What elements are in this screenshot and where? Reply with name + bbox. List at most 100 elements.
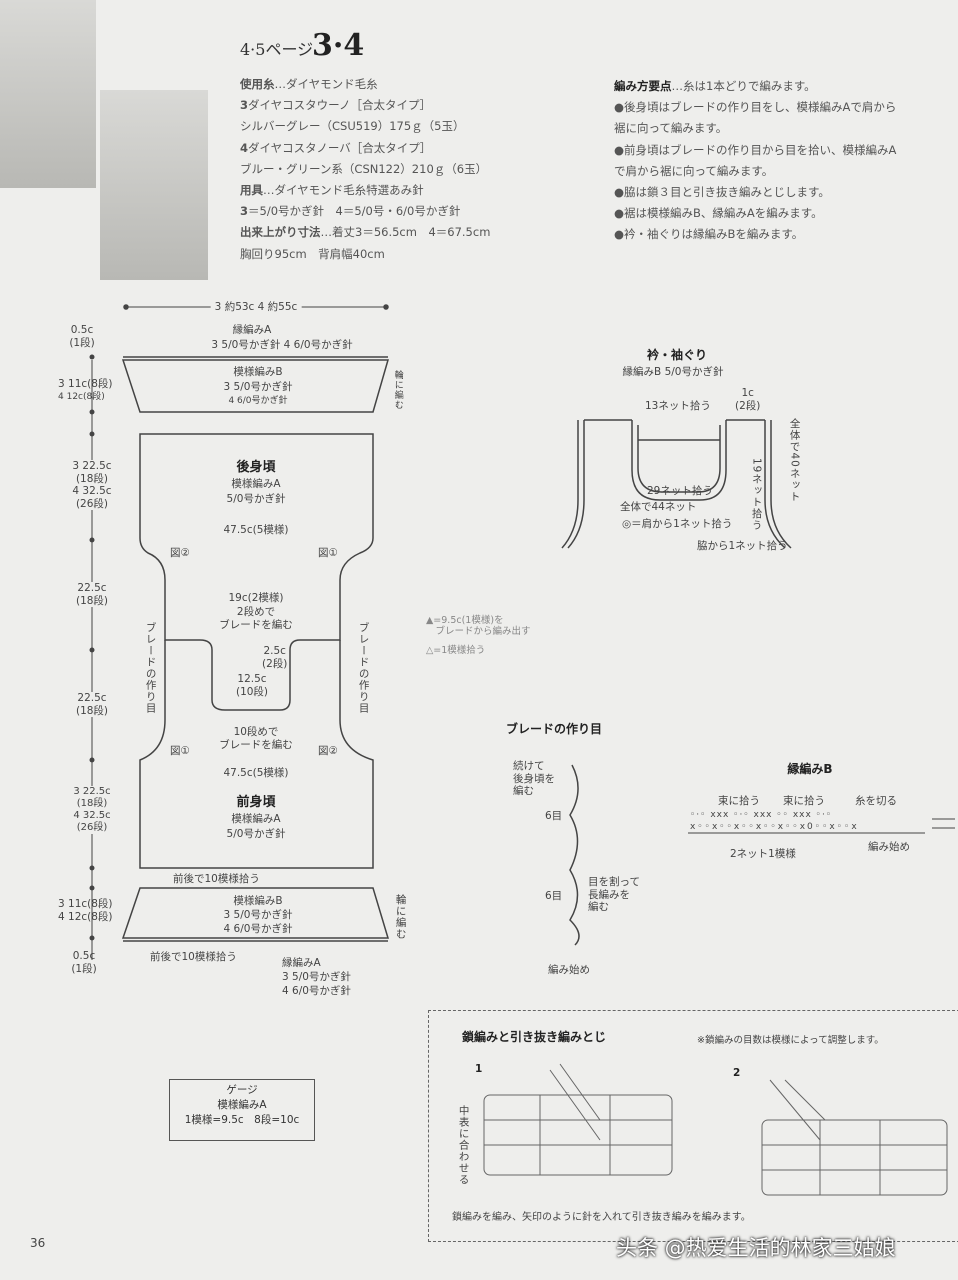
total-width: 3 約53c 4 約55c (210, 301, 302, 314)
braid-start: 編み始め (548, 964, 590, 976)
edge-a-needle-3: 3 5/0号かぎ針 (282, 971, 351, 983)
label: 使用糸 (240, 77, 275, 91)
braid-legend-2: △=1模様拾う (426, 645, 486, 656)
fig-2-label-front: 図② (318, 745, 338, 757)
collar-29-nets: 29ネット拾う (647, 485, 713, 497)
armhole-total-40: 全体で40ネット (788, 418, 801, 503)
text: ダイヤコスタウーノ［合太タイプ］ (248, 98, 431, 113)
collar-subtitle: 縁編みB 5/0号かぎ針 (622, 366, 724, 378)
footer-watermark: 头条 @热爱生活的林家三姑娘 (616, 1236, 896, 1260)
collar-total-44: 全体で44ネット (620, 501, 697, 513)
front-needle: 5/0号かぎ針 (226, 828, 286, 840)
front-height: 3 22.5c(18段)4 32.5c(26段) (73, 786, 111, 834)
hem-bottom-height: 0.5c (1段) (71, 950, 97, 975)
neck-width: 19c(2模様) (228, 592, 284, 604)
text: …ダイヤモンド毛糸 (274, 77, 378, 91)
text: ＝5/0号かぎ針 4＝5/0号・6/0号かぎ針 (248, 204, 461, 219)
note-line: ●衿・袖ぐりは縁編みBを編みます。 (614, 227, 804, 242)
pickup-bottom: 前後で10模様拾う (150, 951, 237, 963)
pickup-top: 前後で10模様拾う (173, 873, 260, 885)
gauge-title: ゲージ (226, 1084, 258, 1096)
back-width: 47.5c(5模様) (223, 524, 289, 536)
braid-continue: 続けて 後身頃を 編む (513, 760, 555, 798)
neck-depth-1: 2.5c (2段) (262, 645, 288, 670)
edge-a-bottom: 縁編みA (282, 957, 321, 969)
page-ref: 4·5ページ (240, 40, 314, 59)
edge-a-label: 縁編みA (232, 324, 272, 336)
back-needle: 5/0号かぎ針 (226, 493, 286, 505)
braid-legend-1: ▲=9.5c(1模様)を ブレードから編み出す (426, 615, 531, 638)
model-photo-1 (0, 0, 96, 188)
text: (18段) (76, 798, 108, 809)
edge-b-stitches: ◦·◦ xxx ◦·◦ xxx ◦◦ xxx ◦·◦ (690, 810, 833, 820)
edge-b-cut: 糸を切る (855, 795, 897, 807)
braid-row-2: 2段めで ブレードを編む (219, 606, 293, 631)
pattern-b-needle-4-bottom: 4 6/0号かぎ針 (223, 923, 293, 935)
label: 4 (240, 140, 249, 155)
text: 22.5c (77, 692, 107, 704)
text: (26段) (75, 497, 109, 510)
label: 用具 (240, 183, 263, 198)
text: 3 22.5c (72, 460, 112, 472)
text: シルバーグレー（CSU519）175ｇ（5玉） (240, 119, 465, 134)
note-line: 裾に向って編みます。 (614, 121, 728, 136)
collar-13-nets: 13ネット拾う (645, 400, 711, 412)
edge-a-needle: 3 5/0号かぎ針 4 6/0号かぎ針 (211, 339, 353, 351)
mid-height-2: 22.5c(18段) (75, 692, 109, 718)
hem-height-4-bottom: 4 12c(8段) (58, 911, 113, 923)
braid-row-10: 10段めで ブレードを編む (219, 726, 293, 751)
side-pickup-note: 脇から1ネット拾う (697, 540, 788, 552)
text: 22.5c (77, 582, 107, 594)
seam-instruction-box (428, 1010, 958, 1242)
notes-intro: …糸は1本どりで編みます。 (671, 79, 816, 93)
note-line: ●脇は鎖３目と引き抜き編みとじします。 (614, 185, 830, 200)
notes-title: 編み方要点 (614, 79, 672, 93)
back-pattern: 模様編みA (231, 478, 281, 490)
text: 4 32.5c (73, 810, 111, 821)
text: 胸回り95cm 背肩幅40cm (240, 246, 385, 261)
hem-height-4: 4 12c(8段) (58, 392, 105, 402)
instructions: 編み方要点…糸は1本どりで編みます。 ●後身頃はブレードの作り目をし、模様編みA… (614, 76, 896, 246)
armhole-19-nets: 19ネット拾う (750, 458, 763, 531)
seam-note: ※鎖編みの目数は模様によって調整します。 (697, 1035, 884, 1046)
body-height: 3 22.5c(18段)4 32.5c(26段) (72, 460, 112, 511)
text: 3 22.5c (73, 786, 111, 797)
shoulder-pickup-note: ◎＝肩から1ネット拾う (622, 518, 733, 530)
edge-b-repeat: 2ネット1模様 (730, 848, 796, 860)
braid-start-left: ブレードの作り目 (144, 622, 157, 714)
label: 3 (240, 98, 249, 113)
edge-b-bundle-2: 束に拾う (783, 795, 825, 807)
braid-6-stitches-1: 6目 (545, 810, 563, 822)
braid-start-right: ブレードの作り目 (357, 622, 370, 714)
text: (26段) (76, 822, 108, 833)
gauge-value: 1模様=9.5c 8段=10c (184, 1114, 300, 1126)
in-round-label: 輪に編む (392, 370, 403, 410)
materials: 使用糸…ダイヤモンド毛糸 3ダイヤコスタウーノ［合太タイプ］ シルバーグレー（C… (240, 74, 490, 265)
neck-depth-2: 12.5c (10段) (235, 673, 269, 698)
text: (18段) (75, 472, 109, 485)
pattern-b-label: 模様編みB (233, 366, 283, 378)
braid-title: ブレードの作り目 (506, 722, 603, 736)
front-pattern: 模様編みA (231, 813, 281, 825)
text: …着丈3＝56.5cm 4＝67.5cm (320, 225, 491, 240)
pattern-b-needle-3-bottom: 3 5/0号かぎ針 (223, 909, 293, 921)
in-round-label-bottom: 輪に編む (394, 894, 407, 940)
braid-6-stitches-2: 6目 (545, 890, 563, 902)
hem-height-3-bottom: 3 11c(8段) (58, 898, 113, 910)
edge-b-stitches-2: x◦◦x◦◦x◦◦x◦◦x◦◦x0◦◦x◦◦x (690, 822, 859, 832)
label: 3 (240, 204, 249, 219)
model-photo-2 (100, 90, 208, 280)
fig-1-label-front: 図① (170, 745, 190, 757)
seam-align: 中表に合わせる (457, 1105, 470, 1186)
front-width: 47.5c(5模様) (223, 767, 289, 779)
back-body-title: 後身頃 (236, 460, 276, 475)
mid-height-1: 22.5c(18段) (75, 582, 109, 608)
hem-height-3: 3 11c(8段) (58, 378, 113, 390)
seam-step-2: 2 (733, 1067, 741, 1079)
note-line: ●後身頃はブレードの作り目をし、模様編みAで肩から (614, 100, 897, 115)
note-line: ●裾は模様編みB、縁編みAを編みます。 (614, 206, 823, 221)
braid-split-note: 目を割って 長編みを 編む (588, 876, 640, 914)
gauge-pattern: 模様編みA (217, 1099, 267, 1111)
gauge-box: ゲージ 模様編みA 1模様=9.5c 8段=10c (169, 1079, 315, 1141)
fig-2-label: 図② (170, 547, 190, 559)
